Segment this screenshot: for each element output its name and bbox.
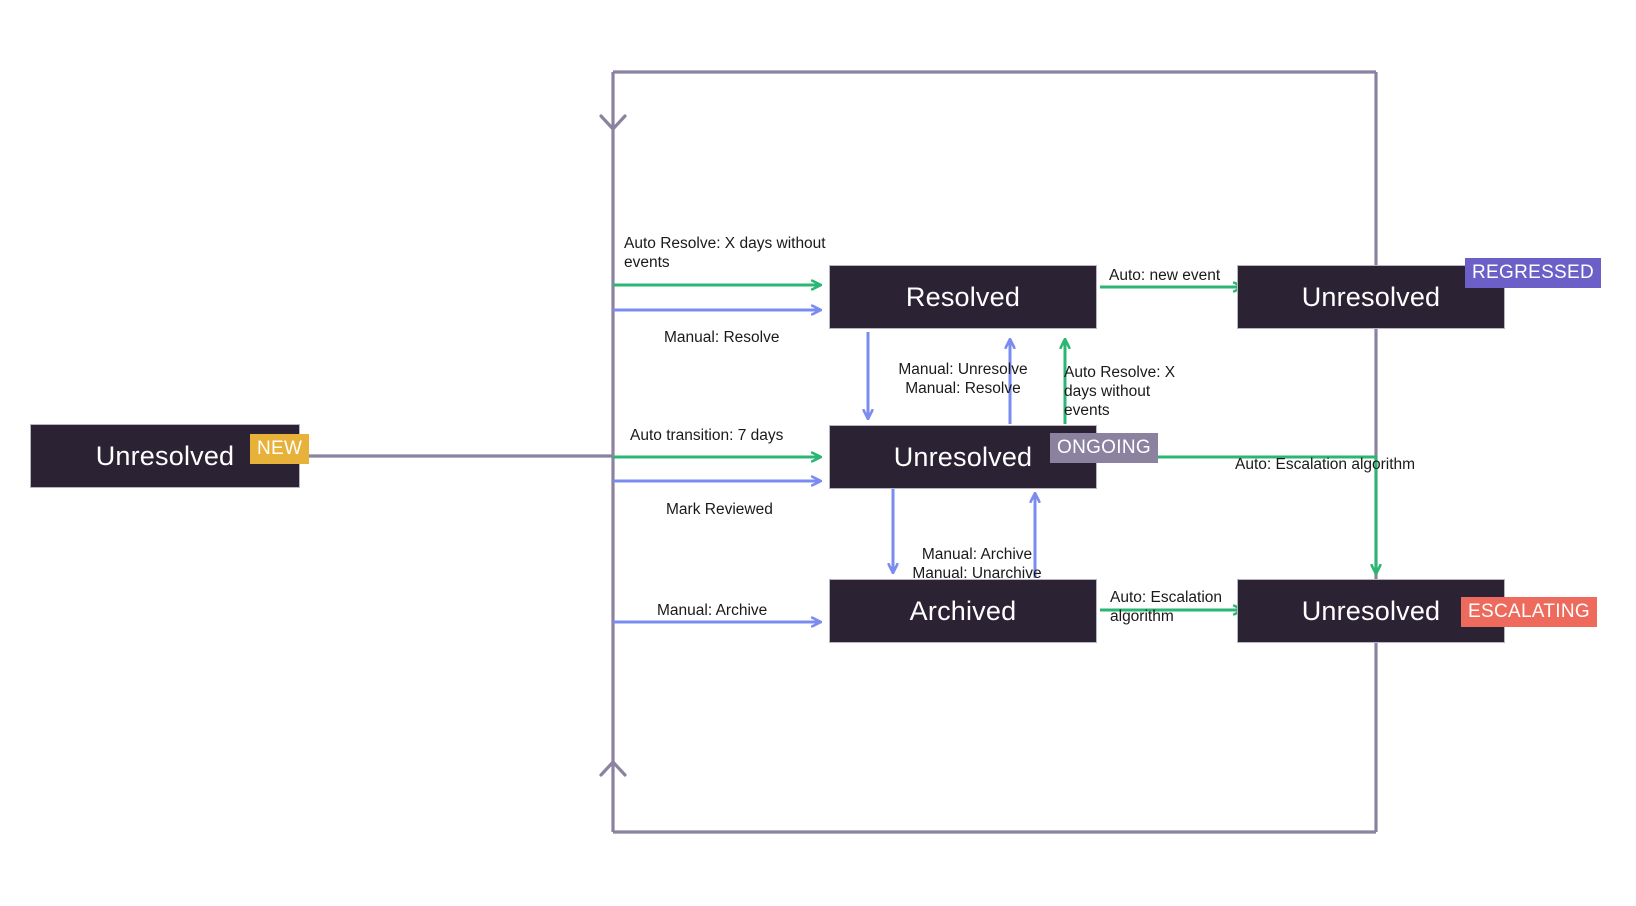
edge-label-manual-unresolve-resolve: Manual: Unresolve Manual: Resolve xyxy=(898,361,1028,397)
status-badge-new: NEW xyxy=(250,434,310,464)
edge-label-manual-archive-unarchive: Manual: Archive Manual: Unarchive xyxy=(912,546,1042,582)
auto-wire-group xyxy=(613,285,1376,610)
edge-label-auto-transition-7-days: Auto transition: 7 days xyxy=(630,427,784,444)
manual-wire-group xyxy=(613,310,1035,622)
node-escalating-unresolved[interactable]: Unresolved xyxy=(1237,579,1505,643)
node-label: Resolved xyxy=(905,281,1021,312)
node-resolved[interactable]: Resolved xyxy=(829,265,1097,329)
status-badge-escalating: ESCALATING xyxy=(1461,597,1597,627)
node-new-unresolved[interactable]: Unresolved xyxy=(30,424,300,488)
wire-auto-escalation-ongoing xyxy=(1105,455,1376,573)
frame-wire-group xyxy=(300,70,1378,834)
edge-label-auto-resolve-x-days: Auto Resolve: X days without events xyxy=(624,235,826,271)
node-regressed-unresolved[interactable]: Unresolved xyxy=(1237,265,1505,329)
status-badge-regressed: REGRESSED xyxy=(1465,258,1602,288)
edge-label-auto-escalation-algorithm: Auto: Escalation algorithm xyxy=(1235,456,1416,473)
node-label: Unresolved xyxy=(893,441,1033,472)
edge-label-auto-new-event: Auto: new event xyxy=(1109,267,1221,284)
node-label: Unresolved xyxy=(1301,595,1441,626)
edge-label-mark-reviewed: Mark Reviewed xyxy=(666,501,773,518)
node-label: Unresolved xyxy=(95,440,235,471)
status-badge-ongoing: ONGOING xyxy=(1050,433,1158,463)
edge-label-auto-resolve-x-days-up: Auto Resolve: X days without events xyxy=(1064,364,1176,419)
node-label: Unresolved xyxy=(1301,281,1441,312)
wire-arrow-down-chevron xyxy=(599,114,627,131)
wire-arrow-up-chevron xyxy=(599,760,627,777)
node-label: Archived xyxy=(909,595,1017,626)
node-archived[interactable]: Archived xyxy=(829,579,1097,643)
edge-label-auto-escalation-algorithm-wrapped: Auto: Escalation algorithm xyxy=(1110,589,1223,625)
edge-label-manual-archive-from-new: Manual: Archive xyxy=(657,602,768,619)
edge-label-manual-resolve-from-new: Manual: Resolve xyxy=(664,329,780,346)
